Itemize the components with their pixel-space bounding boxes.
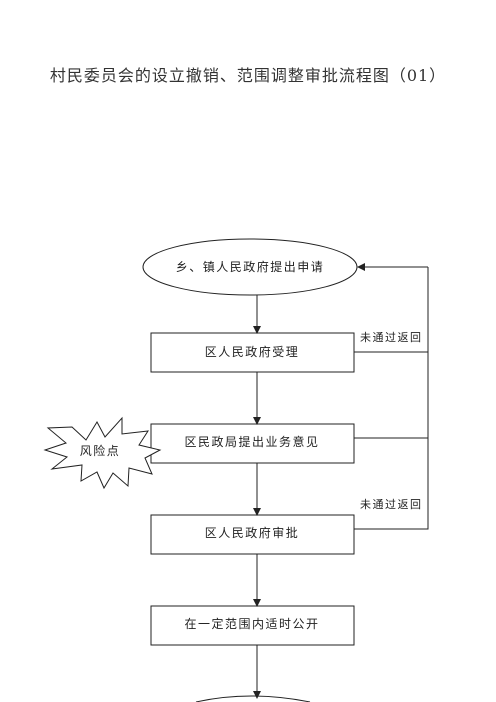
publicize-node	[150, 605, 355, 646]
approve-node	[150, 514, 355, 555]
publicize-node-label: 在一定范围内适时公开	[184, 616, 319, 631]
opinion-node-label: 区民政局提出业务意见	[184, 434, 319, 449]
start-node-label: 乡、镇人民政府提出申请	[176, 259, 325, 274]
return-label-first: 未通过返回	[360, 331, 423, 344]
return-line-approve	[354, 267, 429, 530]
accept-node-label: 区人民政府受理	[205, 344, 300, 359]
accept-node	[150, 332, 355, 373]
return-label-second: 未通过返回	[360, 498, 423, 511]
opinion-node	[150, 423, 355, 464]
approve-node-label: 区人民政府审批	[205, 525, 300, 540]
risk-point-label: 风险点	[80, 443, 121, 458]
risk-point-starburst	[43, 416, 162, 490]
page-title: 村民委员会的设立撤销、范围调整审批流程图（01）	[49, 66, 447, 85]
end-node	[195, 695, 311, 702]
